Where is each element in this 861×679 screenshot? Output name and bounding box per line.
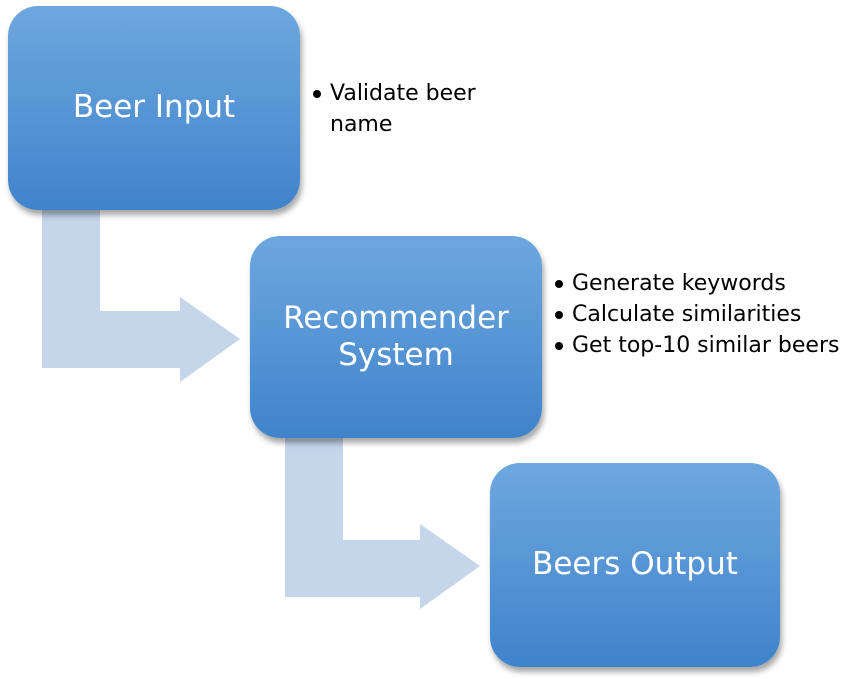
beer-input-bullets: Validate beer name: [312, 78, 532, 140]
recommender-system-bullets: Generate keywords Calculate similarities…: [554, 268, 849, 361]
arrow-recommender-to-output: [285, 438, 480, 609]
beers-output-box: Beers Output: [490, 463, 780, 667]
bullet-item: Calculate similarities: [554, 299, 849, 330]
recommender-system-box: Recommender System: [250, 236, 542, 438]
beer-input-label: Beer Input: [72, 89, 236, 126]
bullet-item: Generate keywords: [554, 268, 849, 299]
recommender-system-label: Recommender System: [283, 299, 509, 373]
arrow-input-to-recommender: [42, 210, 240, 382]
bullet-item: Validate beer name: [312, 78, 532, 140]
beer-input-box: Beer Input: [8, 6, 300, 210]
bullet-item: Get top-10 similar beers: [554, 330, 849, 361]
beers-output-label: Beers Output: [532, 546, 738, 583]
